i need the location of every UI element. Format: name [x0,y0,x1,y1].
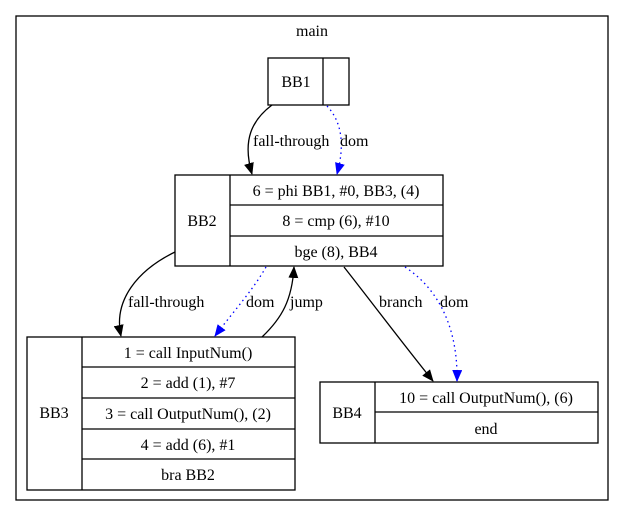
bb2-instruction: 6 = phi BB1, #0, BB3, (4) [253,183,420,200]
bb4-instruction: 10 = call OutputNum(), (6) [399,390,573,407]
edge-label-branch: branch [379,294,423,311]
bb3-instruction: 2 = add (1), #7 [141,375,236,392]
cluster-label: main [296,23,328,40]
edge-label-fallthrough: fall-through [128,294,204,311]
bb3-instruction: 3 = call OutputNum(), (2) [105,406,271,423]
edge-bb2-bb4-dom [404,266,463,382]
block-bb4-label: BB4 [332,405,361,422]
block-bb3: BB3 1 = call InputNum() 2 = add (1), #7 … [26,336,296,491]
bb2-instruction: bge (8), BB4 [294,244,377,261]
cluster-main: main [15,15,609,501]
block-bb3-label: BB3 [39,405,68,422]
block-bb4: BB4 10 = call OutputNum(), (6) end [319,381,599,444]
block-bb1-label: BB1 [281,74,310,91]
bb3-instruction: 4 = add (6), #1 [141,437,236,454]
bb4-instruction: end [474,421,497,438]
edge-label-fallthrough: fall-through [253,133,329,150]
edge-bb1-bb2-fallthrough [244,104,273,175]
bb3-instruction: bra BB2 [161,467,215,484]
block-bb2: BB2 6 = phi BB1, #0, BB3, (4) 8 = cmp (6… [174,174,444,267]
edge-label-dom: dom [440,294,469,311]
edge-bb1-bb2-dom [326,105,345,175]
bb3-instruction: 1 = call InputNum() [124,345,253,362]
block-bb1: BB1 [267,57,350,106]
edge-bb3-bb2-jump [261,266,299,338]
edge-label-dom: dom [246,294,275,311]
edge-label-dom: dom [340,133,369,150]
block-bb2-label: BB2 [187,213,216,230]
bb2-instruction: 8 = cmp (6), #10 [282,213,389,230]
edge-bb2-bb4-branch [343,266,434,382]
edge-label-jump: jump [289,294,323,311]
edge-bb2-bb3-fallthrough [113,251,176,337]
edges: fall-through dom fall-through dom jump b… [113,104,469,382]
